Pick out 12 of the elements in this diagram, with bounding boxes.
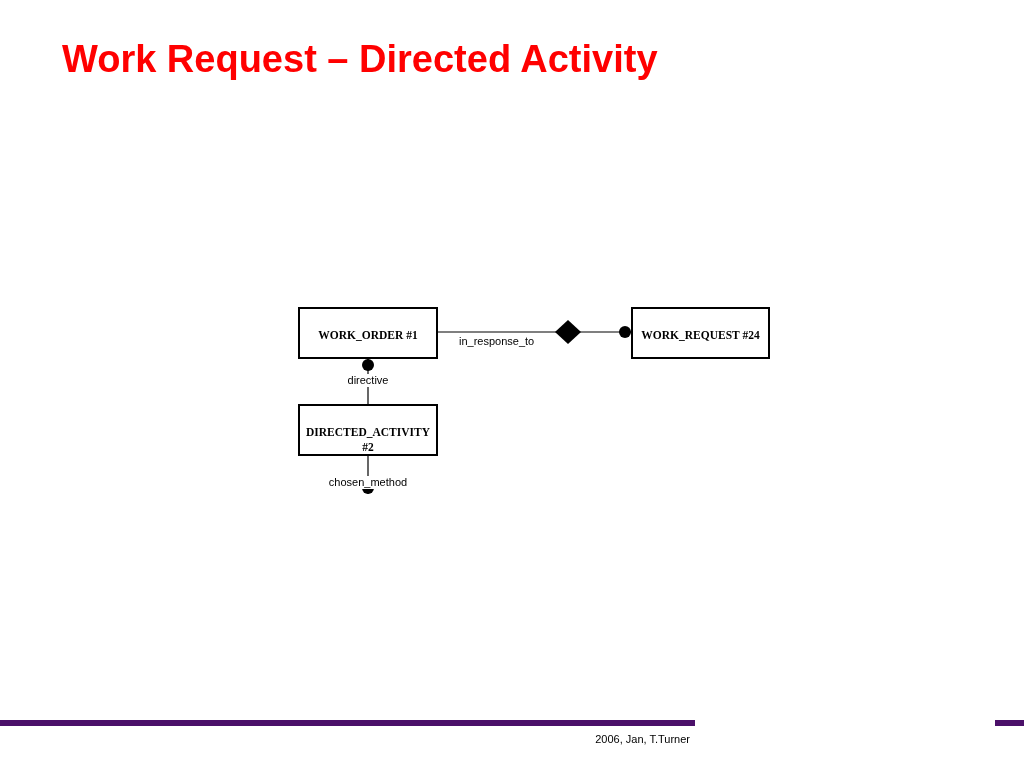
entity-name: DIRECTED_ACTIVITY #2 <box>305 425 431 455</box>
entity-box <box>298 404 438 456</box>
edge-label: chosen_method <box>327 476 409 490</box>
edge-label: in_response_to <box>458 335 536 349</box>
relationship-line <box>437 320 632 344</box>
entity-box <box>631 307 770 359</box>
entity-name: WORK_ORDER #1 <box>318 328 418 343</box>
footer-note: 2006, Jan, T.Turner <box>595 733 690 745</box>
entity-box <box>298 307 438 359</box>
slide-title: Work Request – Directed Activity <box>62 38 658 81</box>
entity-name: WORK_REQUEST #24 <box>641 328 760 343</box>
edge-label: directive <box>346 373 390 387</box>
